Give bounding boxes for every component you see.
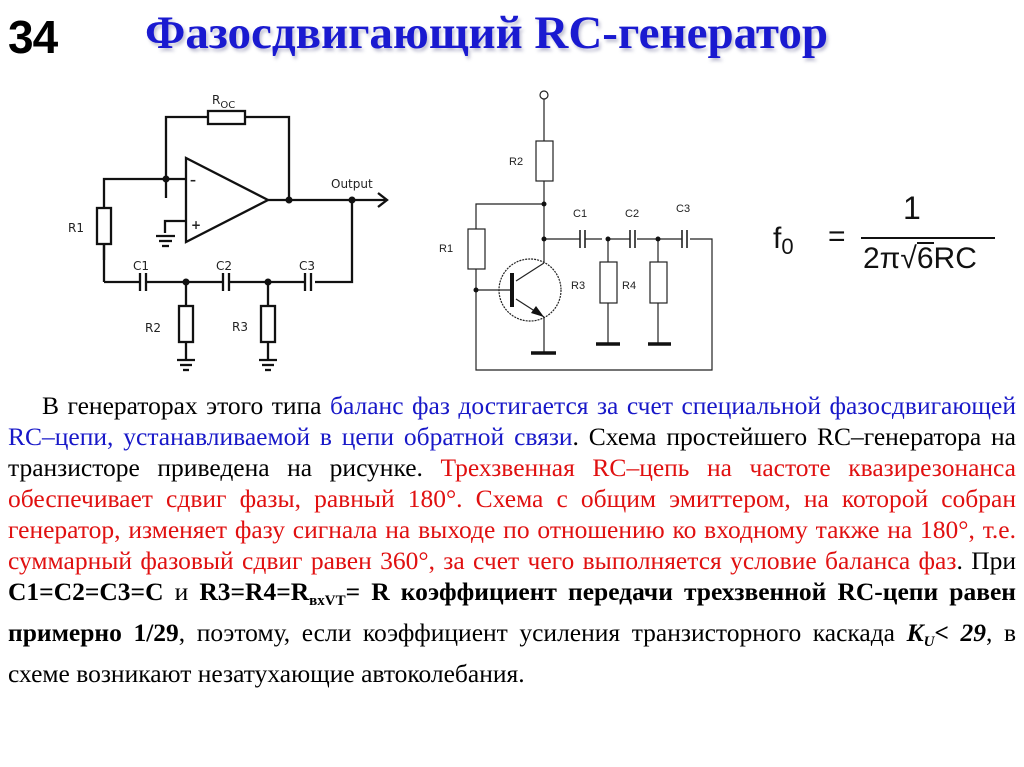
fraction-bar [861,237,995,239]
text-when: . При [956,546,1017,575]
label-minus: – [190,173,196,187]
text-intro: В генераторах этого типа [41,391,330,420]
text-cond-r: R3=R4=RвхVT= R коэффициент передачи трех… [8,577,1016,647]
frequency-formula: f0 = 1 2π√6RC [773,190,1003,290]
slide-number: 34 [8,11,58,63]
label-c1: C1 [133,259,149,273]
label-r1: R1 [439,243,453,255]
label-output: Output [331,177,373,191]
label-plus: + [191,218,201,232]
text-phase-balance: баланс фаз достигается за счет специальн… [8,391,1017,451]
label-c3: C3 [676,203,690,215]
slide-title: Фазосдвигающий RC-генератор [145,7,829,59]
label-c3: C3 [299,259,315,273]
opamp-oscillator-diagram: ROC – + Output R1 R2 R3 C1 C2 C3 [68,93,389,372]
label-r1: R1 [68,221,84,235]
label-r3: R3 [232,320,248,334]
formula-equals: = [828,220,846,253]
formula-lhs: f0 [773,222,794,259]
text-cond-c: C1=C2=C3=C [8,577,164,606]
sqrt-icon: √ [900,242,917,275]
label-c2: C2 [216,259,232,273]
formula-numerator: 1 [903,190,921,226]
label-c2: C2 [625,208,639,220]
text-conclusion: , в схеме возникают незатухающие автокол… [8,618,1016,688]
label-r2: R2 [145,321,161,335]
label-r3: R3 [571,280,585,292]
text-and: и [163,577,200,606]
text-ku: KU< 29 [906,618,987,650]
text-therefore: , поэтому, если коэффициент усиления тра… [178,618,907,647]
transistor-oscillator-diagram: R2 R1 R3 R4 C1 C2 C3 [439,90,713,371]
formula-denominator: 2π√6RC [863,242,977,275]
label-r2: R2 [509,156,523,168]
text-three-stage: Трехзвенная RC–цепь на частоте квазирезо… [8,453,1016,575]
label-r-oc: ROC [212,93,235,111]
label-c1: C1 [573,208,587,220]
body-paragraph: В генераторах этого типа баланс фаз дост… [8,390,1016,689]
label-r4: R4 [622,280,636,292]
text-scheme: . Схема простейшего RC–генератора на тра… [8,422,1016,482]
